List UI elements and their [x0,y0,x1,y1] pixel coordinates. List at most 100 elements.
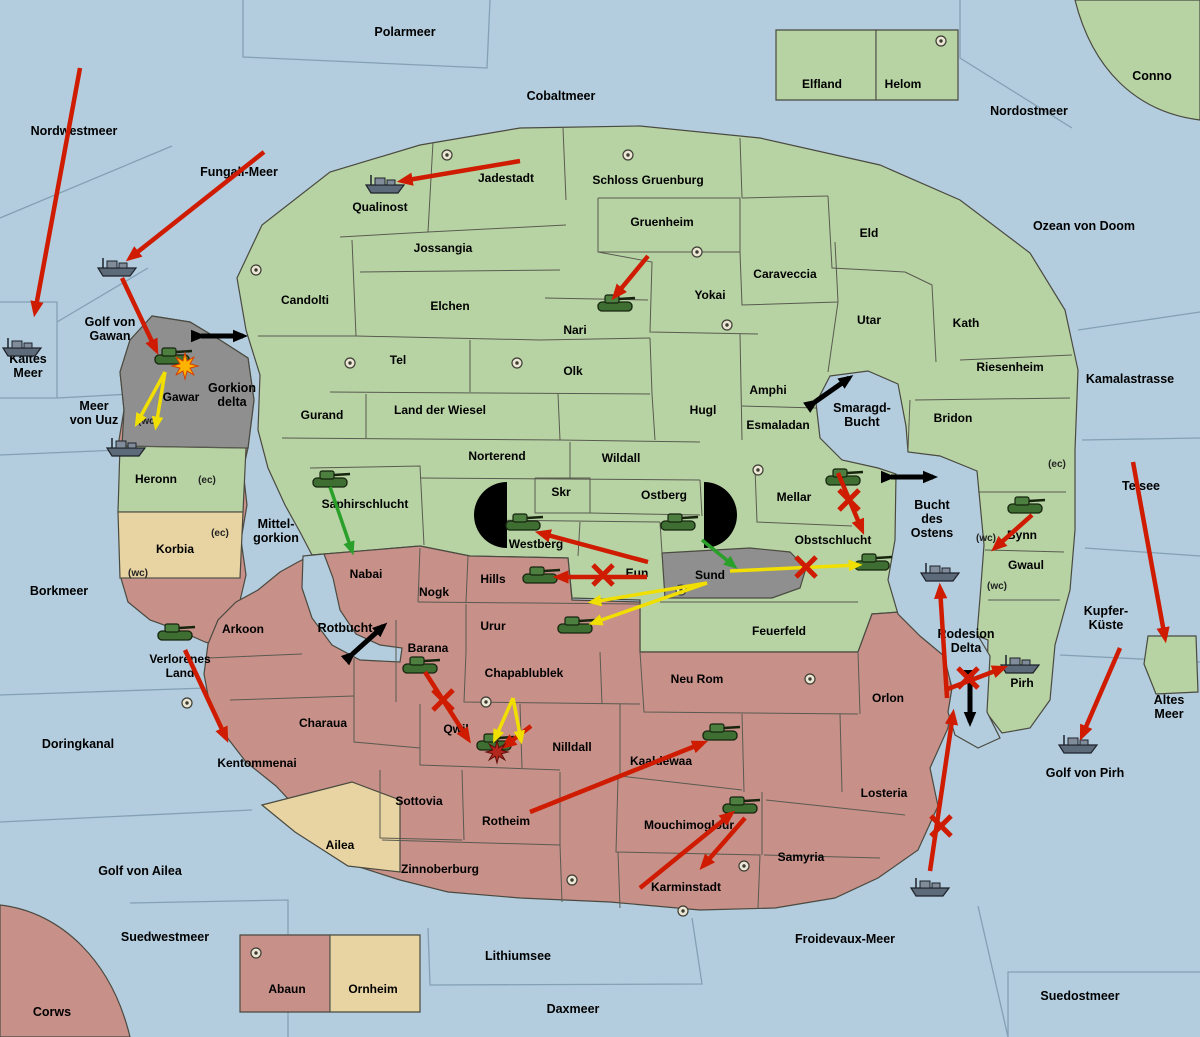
region-label-nari[interactable]: Nari [563,323,586,337]
region-label-heronn[interactable]: Heronn [135,472,177,486]
region-label-jadestadt[interactable]: Jadestadt [478,171,534,185]
region-label-esmaladan[interactable]: Esmaladan [746,418,809,432]
region-border [739,137,743,199]
ornheim-box[interactable] [329,934,421,1013]
ship-unit[interactable] [364,175,406,194]
region-label-gwaul[interactable]: Gwaul [1008,558,1044,572]
region-label-ornheim[interactable]: Ornheim [348,982,397,996]
ship-unit[interactable] [919,563,961,582]
region-label-obstschlucht[interactable]: Obstschlucht [795,533,872,547]
region-label-losteria[interactable]: Losteria [861,786,908,800]
tank-unit[interactable] [154,347,193,365]
ship-unit[interactable] [96,258,138,277]
region-border [562,127,567,201]
region-label-abaun[interactable]: Abaun [268,982,305,996]
tank-unit[interactable] [402,656,441,674]
region-label-chapablublek[interactable]: Chapablublek [485,666,564,680]
region-label-olk[interactable]: Olk [563,364,583,378]
ship-unit[interactable] [1057,735,1099,754]
region-label-nabai[interactable]: Nabai [350,567,383,581]
region-label-bridon[interactable]: Bridon [934,411,973,425]
altes-meer-island[interactable] [1143,635,1199,695]
tank-unit[interactable] [722,796,761,814]
region-label-utar[interactable]: Utar [857,313,881,327]
region-label-sund[interactable]: Sund [695,568,725,582]
region-label-riesenheim[interactable]: Riesenheim [976,360,1043,374]
abaun-box[interactable] [239,934,331,1013]
region-border [417,601,641,605]
region-label-korbia[interactable]: Korbia [156,542,194,556]
region-label-wildall[interactable]: Wildall [602,451,641,465]
region-label-urur[interactable]: Urur [480,619,506,633]
region-label-ailea[interactable]: Ailea [326,838,355,852]
sea-label-lithiumsee: Lithiumsee [485,949,551,963]
region-label-land-der-wiesel[interactable]: Land der Wiesel [394,403,486,417]
region-label-sottovia[interactable]: Sottovia [395,794,443,808]
region-label-neu-rom[interactable]: Neu Rom [671,672,724,686]
conno-island[interactable] [1074,0,1200,121]
region-label-gruenheim[interactable]: Gruenheim [630,215,693,229]
region-border [427,224,567,233]
region-border [229,695,355,701]
tank-unit[interactable] [557,616,596,634]
region-label-nilldall[interactable]: Nilldall [552,740,591,754]
strait-gate-right [704,482,737,548]
region-label-hills[interactable]: Hills [480,572,506,586]
region-label-nogk[interactable]: Nogk [419,585,449,599]
region-label-gawar[interactable]: Gawar [163,390,200,404]
region-label-kentommenai[interactable]: Kentommenai [217,756,296,770]
region-label-gurand[interactable]: Gurand [301,408,344,422]
region-label-schloss-gruenburg[interactable]: Schloss Gruenburg [592,173,703,187]
tank-unit[interactable] [312,470,351,488]
region-label-mellar[interactable]: Mellar [777,490,812,504]
region-label-orlon[interactable]: Orlon [872,691,904,705]
region-label-candolti[interactable]: Candolti [281,293,329,307]
ailea-region[interactable] [260,781,401,873]
region-label-norterend[interactable]: Norterend [468,449,525,463]
city-dot [250,264,262,276]
region-label-ostberg[interactable]: Ostberg [641,488,687,502]
ship-unit[interactable] [105,438,147,457]
sea-border [0,809,253,823]
ship-unit[interactable] [1,338,43,357]
tank-unit[interactable] [660,513,699,531]
region-label-eld[interactable]: Eld [860,226,879,240]
city-dot [677,905,689,917]
region-label-saphirschlucht[interactable]: Saphirschlucht [322,497,409,511]
sea-label-nordwestmeer: Nordwestmeer [31,124,118,138]
region-label-charaua[interactable]: Charaua [299,716,347,730]
region-label-samyria[interactable]: Samyria [778,850,825,864]
region-border [597,251,759,335]
region-label-karminstadt[interactable]: Karminstadt [651,880,721,894]
ship-unit[interactable] [909,878,951,897]
corws-island[interactable] [0,904,131,1037]
tank-unit[interactable] [157,623,196,641]
tank-unit[interactable] [854,553,893,571]
region-label-yokai[interactable]: Yokai [694,288,725,302]
region-label-tel[interactable]: Tel [390,353,406,367]
tank-unit[interactable] [1007,496,1046,514]
region-label-caraveccia[interactable]: Caraveccia [753,267,817,281]
region-label-jossangia[interactable]: Jossangia [414,241,473,255]
region-label-helom[interactable]: Helom [885,77,922,91]
region-label-arkoon[interactable]: Arkoon [222,622,264,636]
region-border [359,269,561,273]
region-label-qualinost[interactable]: Qualinost [352,200,407,214]
region-label-elfland[interactable]: Elfland [802,77,842,91]
region-label-hugl[interactable]: Hugl [690,403,717,417]
region-label-feuerfeld[interactable]: Feuerfeld [752,624,806,638]
region-label-rotheim[interactable]: Rotheim [482,814,530,828]
yellow-move-arrow [588,581,708,626]
tank-unit[interactable] [505,513,544,531]
region-label-barana[interactable]: Barana [408,641,449,655]
region-label-kath[interactable]: Kath [953,316,980,330]
region-label-elchen[interactable]: Elchen [430,299,469,313]
region-label-amphi[interactable]: Amphi [749,383,786,397]
zone-tag: (ec) [198,475,216,486]
tank-unit[interactable] [702,723,741,741]
region-label-skr[interactable]: Skr [551,485,571,499]
region-label-pirh[interactable]: Pirh [1010,676,1033,690]
region-label-zinnoberburg[interactable]: Zinnoberburg [401,862,479,876]
